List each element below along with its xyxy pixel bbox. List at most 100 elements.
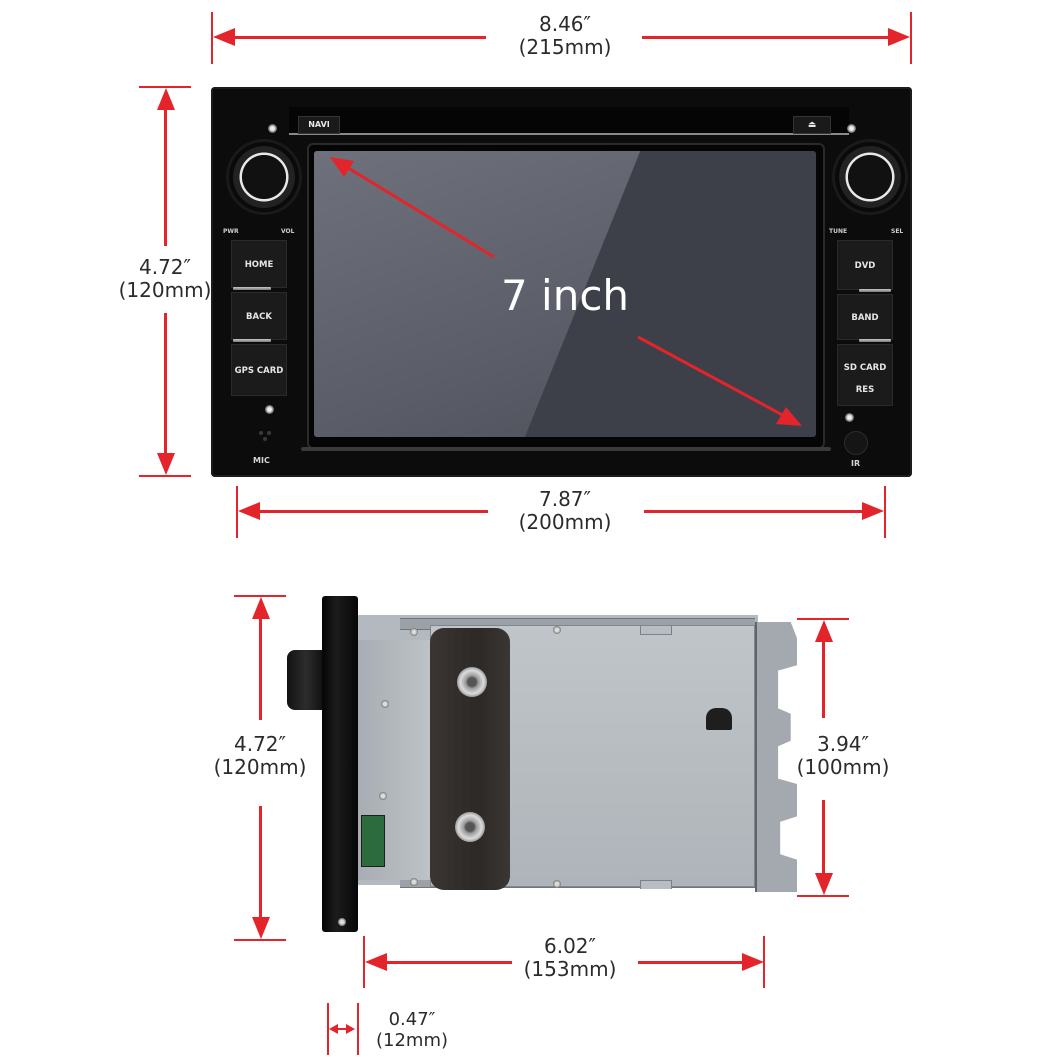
screw-icon: [410, 628, 418, 636]
dimension-label: 3.94″ (100mm): [768, 733, 918, 779]
dimension-inch: 0.47″: [388, 1009, 436, 1030]
arrow-up-icon: [157, 88, 175, 110]
volume-knob: [229, 142, 299, 212]
knob-label-pwr: PWR: [223, 228, 239, 235]
bottom-trim: [301, 447, 831, 451]
dimension-label: 8.46″ (215mm): [490, 13, 640, 59]
disc-slot: [289, 107, 849, 135]
band-button: BAND: [837, 294, 893, 340]
dimension-label: 4.72″ (120mm): [180, 733, 340, 779]
arrow-right-icon: [346, 1024, 355, 1034]
ir-sensor: [844, 431, 868, 455]
arrow-up-icon: [252, 597, 270, 619]
dimension-mm: (120mm): [118, 278, 212, 302]
dimension-tick: [763, 936, 765, 988]
screw-icon: [410, 878, 418, 886]
knob-side-profile: [287, 650, 325, 710]
dimension-label: 0.47″ (12mm): [362, 1009, 462, 1051]
screw-icon: [265, 405, 274, 414]
screw-icon: [553, 880, 561, 888]
back-button: BACK: [231, 292, 287, 340]
sd-card-label: SD CARD: [843, 363, 887, 373]
arrow-left-icon: [213, 28, 235, 46]
screw-icon: [847, 124, 856, 133]
mic-label: MIC: [253, 456, 270, 465]
dimension-line: [164, 96, 167, 246]
dimension-inch: 4.72″: [233, 732, 286, 756]
dimension-line: [822, 626, 825, 718]
eject-icon: ⏏: [793, 116, 831, 134]
dimension-tick: [357, 1003, 359, 1055]
tune-knob: [835, 142, 905, 212]
dimension-inch: 4.72″: [138, 255, 191, 279]
chassis-tab: [640, 626, 672, 635]
arrow-left-icon: [238, 502, 260, 520]
arrow-right-icon: [862, 502, 884, 520]
dimension-line: [822, 800, 825, 886]
ir-label: IR: [851, 459, 861, 468]
screen-size-label: 7 inch: [500, 271, 630, 320]
dvd-button: DVD: [837, 240, 893, 290]
dimension-mm: (200mm): [518, 510, 612, 534]
arrow-right-icon: [888, 28, 910, 46]
display-screen: 7 inch: [314, 151, 816, 437]
arrow-down-icon: [815, 873, 833, 895]
dimension-mm: (215mm): [518, 35, 612, 59]
dimension-line: [644, 510, 874, 513]
screen-diagonal-arrows-icon: [330, 157, 802, 426]
dimension-tick: [139, 475, 191, 477]
dimension-line: [259, 806, 262, 926]
dimension-tick: [363, 936, 365, 988]
dimension-line: [372, 961, 512, 964]
dimension-tick: [327, 1003, 329, 1055]
dimension-tick: [910, 12, 912, 64]
dimension-line: [220, 36, 486, 39]
dimension-line: [244, 510, 488, 513]
dimension-mm: (100mm): [796, 755, 890, 779]
screw-icon: [381, 700, 389, 708]
dimension-line: [638, 961, 754, 964]
arrow-left-icon: [329, 1024, 338, 1034]
res-label: RES: [855, 385, 875, 395]
dimension-inch: 3.94″: [816, 732, 869, 756]
dimension-label: 7.87″ (200mm): [490, 488, 640, 534]
dimension-line: [259, 604, 262, 720]
screw-icon: [379, 792, 387, 800]
knob-label-sel: SEL: [891, 228, 904, 235]
dimension-tick: [236, 486, 238, 538]
dimension-label: 4.72″ (120mm): [85, 256, 245, 302]
button-separator: [859, 339, 891, 342]
button-separator: [859, 289, 891, 292]
dimension-line: [642, 36, 900, 39]
circuit-board: [361, 815, 385, 867]
mic-hole-icon: [257, 429, 277, 443]
chassis-cutout: [706, 708, 732, 730]
dimension-tick: [797, 895, 849, 897]
dimension-tick: [884, 486, 886, 538]
screw-icon: [845, 413, 854, 422]
button-separator: [233, 339, 271, 342]
faceplate-side: [322, 596, 358, 932]
arrow-left-icon: [365, 953, 387, 971]
screw-icon: [553, 626, 561, 634]
head-unit-front: NAVI ⏏ PWR VOL TUNE SEL HOME BACK GPS CA…: [211, 87, 912, 477]
dimension-mm: (12mm): [375, 1030, 449, 1051]
dimension-line: [164, 313, 167, 463]
dimension-inch: 7.87″: [538, 487, 591, 511]
dimension-mm: (153mm): [523, 957, 617, 981]
screen-bezel: 7 inch: [307, 143, 825, 449]
dimension-tick: [211, 12, 213, 64]
screw-icon: [338, 918, 346, 926]
dimension-tick: [234, 595, 286, 597]
dimension-tick: [139, 86, 191, 88]
dimension-line: [333, 1028, 353, 1030]
home-button: HOME: [231, 240, 287, 288]
dimension-inch: 8.46″: [538, 12, 591, 36]
dimension-mm: (120mm): [213, 755, 307, 779]
bracket-screw-icon: [457, 667, 487, 697]
gps-card-button: GPS CARD: [231, 344, 287, 396]
dimension-tick: [797, 618, 849, 620]
chassis-tab: [640, 880, 672, 889]
knob-label-tune: TUNE: [829, 228, 848, 235]
navi-button: NAVI: [298, 116, 340, 134]
